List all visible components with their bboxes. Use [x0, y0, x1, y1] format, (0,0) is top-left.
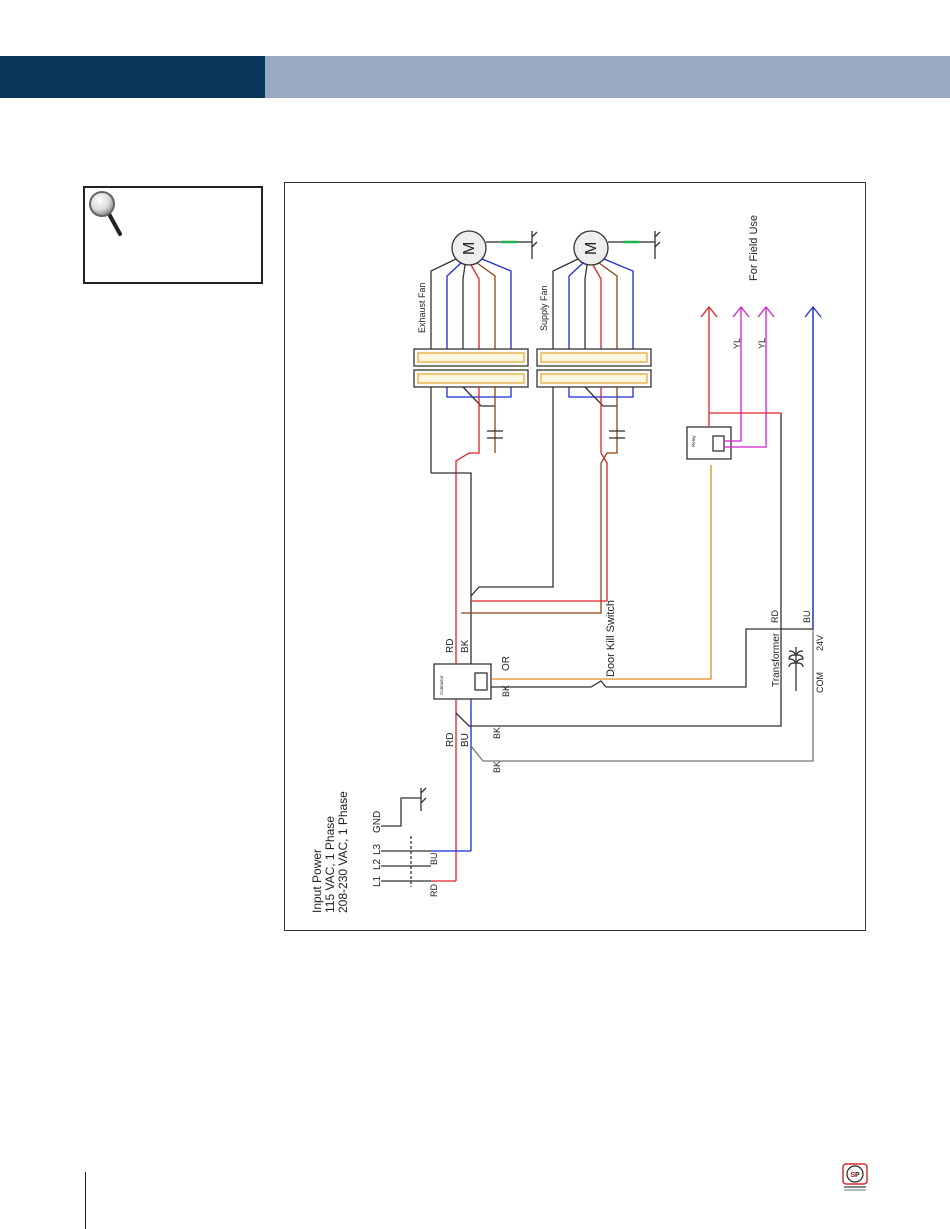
- wire-label-bk-contactor-coil: BK: [501, 685, 511, 697]
- wire-label-bk-contactor-right: BK: [492, 727, 502, 739]
- wire-label-bk-transformer: BK: [492, 761, 502, 773]
- wire-label-or-contactor: OR: [501, 656, 512, 671]
- terminal-gnd: GND: [372, 811, 383, 833]
- wiring-diagram-frame: Input Power 115 VAC, 1 Phase 208-230 VAC…: [284, 182, 866, 931]
- wire-label-rd-input: RD: [429, 884, 439, 897]
- header-band-dark: [0, 56, 265, 98]
- terminal-l1: L1: [372, 875, 383, 887]
- wire-label-rd-contactor-bottom: RD: [445, 733, 456, 747]
- wire-label-rd-transformer: RD: [770, 610, 780, 623]
- door-kill-switch-label: Door Kill Switch: [605, 600, 617, 677]
- exhaust-fan-label: Exhaust Fan: [417, 282, 427, 333]
- exhaust-motor-symbol: M: [461, 242, 478, 255]
- input-power-line2: 115 VAC, 1 Phase: [323, 816, 337, 913]
- supply-fan-label: Supply Fan: [539, 285, 549, 331]
- wire-label-yl-1: YL: [732, 338, 742, 349]
- for-field-use-label: For Field Use: [748, 215, 760, 281]
- header-band-light: [265, 56, 950, 98]
- magnifier-icon: [87, 188, 131, 240]
- company-logo: S P: [842, 1163, 868, 1193]
- relay-label: Relay: [691, 435, 696, 447]
- wiring-diagram: Input Power 115 VAC, 1 Phase 208-230 VAC…: [285, 183, 867, 932]
- wire-label-24v: 24V: [815, 635, 825, 651]
- input-power-line3: 208-230 VAC, 1 Phase: [336, 791, 350, 913]
- footer-rule: [85, 1172, 86, 1229]
- transformer: [789, 647, 803, 691]
- wire-label-bu-input: BU: [429, 852, 439, 865]
- wire-label-rd-contactor-top: RD: [445, 639, 456, 653]
- transformer-label: Transformer: [771, 632, 782, 687]
- input-power-line1: Input Power: [310, 849, 324, 913]
- wire-label-yl-2: YL: [757, 338, 767, 349]
- wire-label-bu-transformer: BU: [802, 610, 812, 623]
- supply-motor-symbol: M: [583, 242, 600, 255]
- wire-label-com: COM: [815, 672, 825, 693]
- svg-text:P: P: [855, 1172, 860, 1179]
- contactor-label: Contactor: [439, 675, 444, 695]
- wire-label-bu-contactor-bottom: BU: [460, 733, 471, 747]
- note-box: [83, 186, 263, 284]
- terminal-l3: L3: [372, 843, 383, 855]
- wire-label-bk-contactor-top: BK: [460, 639, 471, 653]
- terminal-l2: L2: [372, 858, 383, 870]
